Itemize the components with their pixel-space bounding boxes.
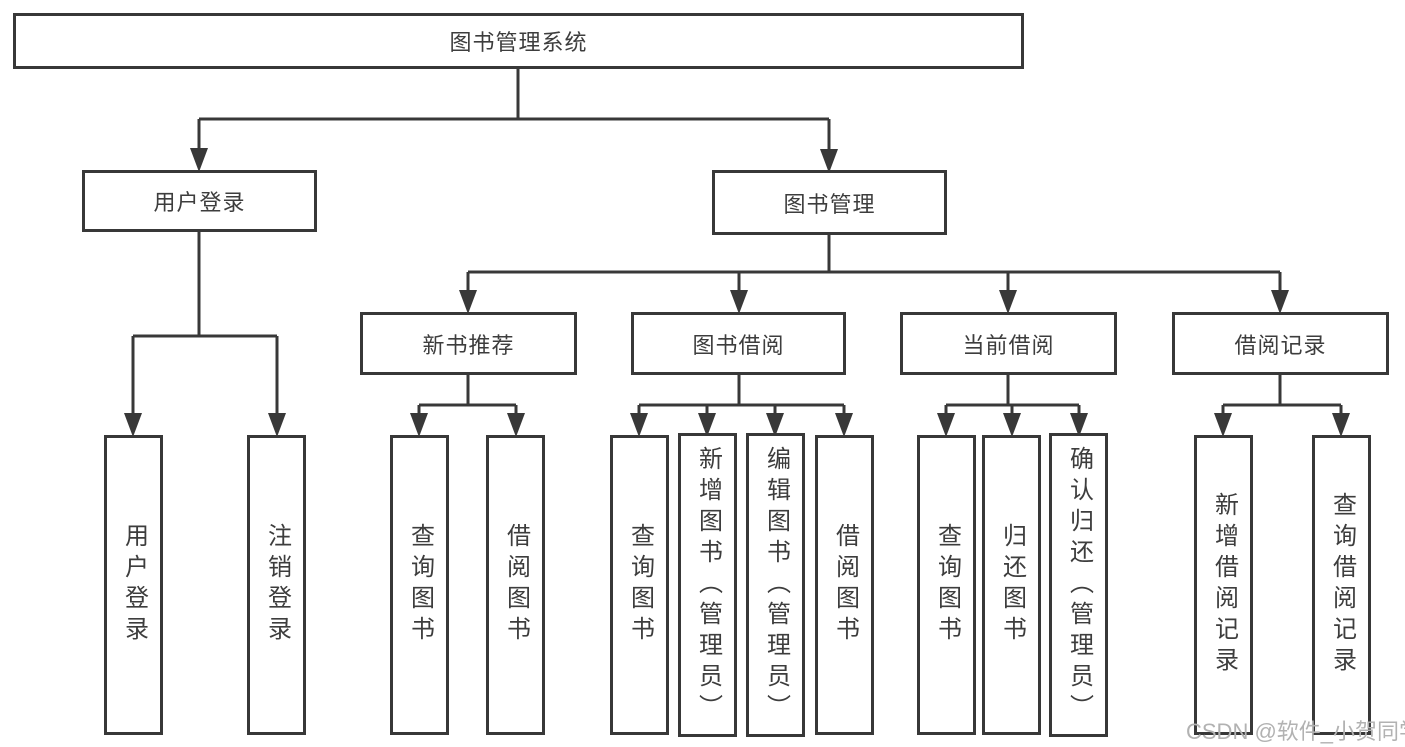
- leaf-current-query-books: 查询图书: [917, 435, 976, 735]
- leaf-user-login-label: 用户登录: [120, 523, 148, 647]
- leaf-user-login: 用户登录: [104, 435, 163, 735]
- module-book-borrow-label: 图书借阅: [692, 332, 785, 358]
- module-current-borrow-label: 当前借阅: [962, 332, 1055, 358]
- module-borrow-records-label: 借阅记录: [1234, 332, 1327, 358]
- root-node: 图书管理系统: [13, 13, 1024, 69]
- leaf-current-return-books-label: 归还图书: [998, 523, 1026, 647]
- connector-current-borrow: [944, 375, 1081, 417]
- leaf-borrow-borrow-books-label: 借阅图书: [831, 523, 859, 647]
- connector-book-borrow: [637, 375, 846, 417]
- module-book-borrow: 图书借阅: [631, 312, 846, 375]
- branch-book-mgmt-label: 图书管理: [783, 191, 876, 217]
- leaf-logout-label: 注销登录: [263, 523, 291, 647]
- leaf-current-query-books-label: 查询图书: [933, 523, 961, 647]
- connector-book-mgmt: [466, 235, 1282, 294]
- root-label: 图书管理系统: [449, 30, 588, 55]
- leaf-newbook-query-books-label: 查询图书: [406, 523, 434, 647]
- leaf-current-confirm-return-admin: 确认归还（管理员）: [1049, 433, 1108, 737]
- leaf-borrow-add-books-admin-label: 新增图书（管理员）: [694, 445, 722, 725]
- arrowheads: [124, 148, 1350, 437]
- leaf-borrow-query-books: 查询图书: [610, 435, 669, 735]
- leaf-records-add-record-label: 新增借阅记录: [1210, 492, 1238, 678]
- branch-book-mgmt: 图书管理: [712, 170, 947, 235]
- module-borrow-records: 借阅记录: [1172, 312, 1389, 375]
- watermark: CSDN @软件_小贺同学: [1186, 719, 1405, 744]
- leaf-borrow-query-books-label: 查询图书: [626, 523, 654, 647]
- leaf-borrow-edit-books-admin-label: 编辑图书（管理员）: [762, 445, 790, 725]
- connector-root: [197, 69, 831, 153]
- module-new-book: 新书推荐: [360, 312, 577, 375]
- branch-user-login: 用户登录: [82, 170, 317, 232]
- leaf-records-query-record-label: 查询借阅记录: [1328, 492, 1356, 678]
- leaf-borrow-borrow-books: 借阅图书: [815, 435, 874, 735]
- leaf-borrow-add-books-admin: 新增图书（管理员）: [678, 433, 737, 737]
- module-new-book-label: 新书推荐: [422, 332, 515, 358]
- leaf-newbook-borrow-books: 借阅图书: [486, 435, 545, 735]
- leaf-newbook-borrow-books-label: 借阅图书: [502, 523, 530, 647]
- leaf-current-confirm-return-admin-label: 确认归还（管理员）: [1065, 445, 1093, 725]
- leaf-newbook-query-books: 查询图书: [390, 435, 449, 735]
- leaf-logout: 注销登录: [247, 435, 306, 735]
- branch-user-login-label: 用户登录: [153, 190, 246, 215]
- leaf-records-query-record: 查询借阅记录: [1312, 435, 1371, 735]
- leaf-records-add-record: 新增借阅记录: [1194, 435, 1253, 735]
- leaf-borrow-edit-books-admin: 编辑图书（管理员）: [746, 433, 805, 737]
- leaf-current-return-books: 归还图书: [982, 435, 1041, 735]
- connector-new-book: [417, 375, 518, 417]
- connector-borrow-records: [1221, 375, 1343, 417]
- module-current-borrow: 当前借阅: [900, 312, 1117, 375]
- connector-user-login: [131, 232, 279, 417]
